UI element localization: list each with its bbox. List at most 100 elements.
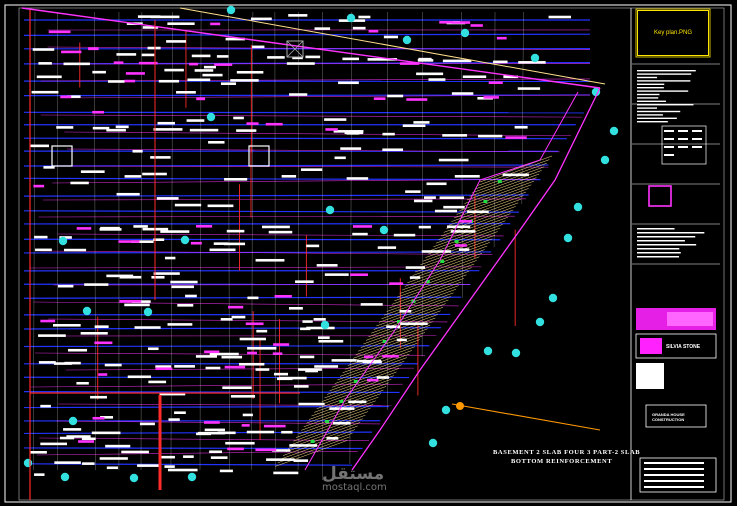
bar-label-magenta bbox=[470, 24, 483, 27]
bar-label-magenta bbox=[265, 122, 283, 126]
diagonal-bar bbox=[334, 357, 407, 384]
bar-label-magenta bbox=[76, 227, 92, 230]
bar-label bbox=[80, 170, 105, 173]
bar-label bbox=[326, 437, 339, 440]
orange-leader bbox=[451, 403, 601, 431]
bar-label bbox=[454, 175, 480, 178]
bar-label bbox=[402, 124, 426, 128]
bar-label bbox=[318, 339, 344, 343]
diagonal-bar bbox=[332, 360, 405, 388]
bar-label bbox=[209, 248, 236, 252]
bar-label bbox=[91, 431, 121, 435]
bar-label bbox=[32, 48, 55, 51]
watermark-latin: mostaql.com bbox=[322, 482, 387, 493]
bar-label bbox=[132, 149, 143, 153]
bar-label bbox=[226, 229, 245, 233]
diagonal-bar bbox=[321, 375, 394, 402]
bar-label bbox=[439, 196, 465, 200]
diagonal-bar bbox=[314, 386, 387, 413]
bar-label bbox=[34, 235, 48, 239]
bar-label bbox=[324, 273, 349, 276]
bar-label bbox=[438, 158, 469, 162]
diagonal-bar bbox=[275, 440, 348, 467]
bar-label bbox=[116, 192, 140, 196]
bar-label bbox=[300, 168, 323, 171]
grid-tag bbox=[226, 5, 236, 15]
bar-label bbox=[416, 72, 444, 76]
diagonal-bar bbox=[456, 188, 529, 215]
bar-label-magenta bbox=[88, 47, 99, 51]
bar-label bbox=[293, 385, 309, 388]
bar-label bbox=[338, 81, 359, 85]
bar-label bbox=[92, 126, 110, 130]
rebar-line-top bbox=[36, 450, 358, 456]
bar-label-magenta bbox=[204, 350, 220, 354]
bar-label bbox=[247, 347, 277, 350]
bar-label bbox=[131, 300, 151, 303]
bar-label bbox=[202, 73, 223, 77]
bar-label-magenta bbox=[263, 424, 286, 428]
bar-label bbox=[317, 336, 330, 339]
diagonal-bar bbox=[422, 234, 496, 262]
bar-label-magenta bbox=[255, 448, 277, 452]
bar-label-magenta bbox=[61, 50, 82, 54]
sheet-border bbox=[4, 4, 732, 503]
note-line bbox=[637, 107, 658, 109]
bar-label bbox=[242, 413, 253, 417]
bar-label bbox=[417, 59, 434, 62]
bar-label bbox=[428, 78, 446, 81]
diagonal-bar bbox=[466, 173, 540, 201]
bar-label bbox=[203, 65, 216, 69]
bar-label bbox=[56, 126, 74, 129]
rebar-line-top bbox=[30, 383, 403, 388]
bar-label-magenta bbox=[227, 447, 244, 451]
diagonal-bar bbox=[412, 249, 485, 276]
grid-tag bbox=[511, 348, 521, 358]
bar-label-magenta bbox=[78, 440, 95, 443]
bar-label-magenta bbox=[325, 128, 338, 131]
diagonal-bar bbox=[391, 278, 464, 305]
bar-label-magenta bbox=[451, 21, 471, 24]
diagonal-bar bbox=[433, 220, 506, 248]
bar-label-magenta bbox=[40, 319, 56, 323]
bar-label bbox=[137, 15, 161, 18]
sheet-info-line bbox=[644, 474, 704, 476]
bar-label bbox=[548, 15, 572, 19]
watermark-arabic: مستقل bbox=[322, 464, 385, 484]
bar-label-magenta bbox=[155, 367, 173, 371]
bar-label bbox=[314, 27, 331, 30]
column-marker bbox=[248, 145, 270, 167]
bar-label bbox=[405, 190, 421, 193]
diagonal-bar bbox=[404, 260, 477, 287]
slab-edge-diagonal-2 bbox=[304, 91, 579, 471]
bar-label bbox=[231, 315, 246, 319]
diagonal-bar bbox=[303, 400, 376, 428]
bar-label-magenta bbox=[459, 220, 473, 223]
bar-label bbox=[137, 464, 162, 467]
column-cross bbox=[286, 40, 304, 58]
grid-tag bbox=[428, 438, 438, 448]
bar-label bbox=[255, 368, 270, 371]
slab-edge-top-2 bbox=[179, 7, 606, 85]
bar-label bbox=[360, 303, 383, 306]
bar-label bbox=[35, 248, 52, 252]
note-line bbox=[637, 80, 691, 82]
rebar-line bbox=[23, 33, 591, 36]
bar-label bbox=[148, 380, 167, 384]
grid-tag bbox=[441, 405, 451, 415]
rebar-line bbox=[23, 177, 541, 181]
bar-label bbox=[268, 230, 293, 234]
bar-label bbox=[332, 421, 351, 425]
diagonal-bar bbox=[477, 159, 550, 186]
table-cell-text bbox=[678, 130, 688, 132]
grid-tag bbox=[143, 307, 153, 317]
diagonal-bar bbox=[453, 191, 527, 219]
bar-label bbox=[204, 428, 225, 432]
column-marker bbox=[286, 40, 304, 58]
bar-label-magenta bbox=[364, 355, 374, 359]
bar-label bbox=[92, 70, 106, 74]
bar-label bbox=[221, 355, 243, 359]
bar-label bbox=[160, 230, 190, 233]
bar-label-magenta bbox=[496, 36, 507, 40]
